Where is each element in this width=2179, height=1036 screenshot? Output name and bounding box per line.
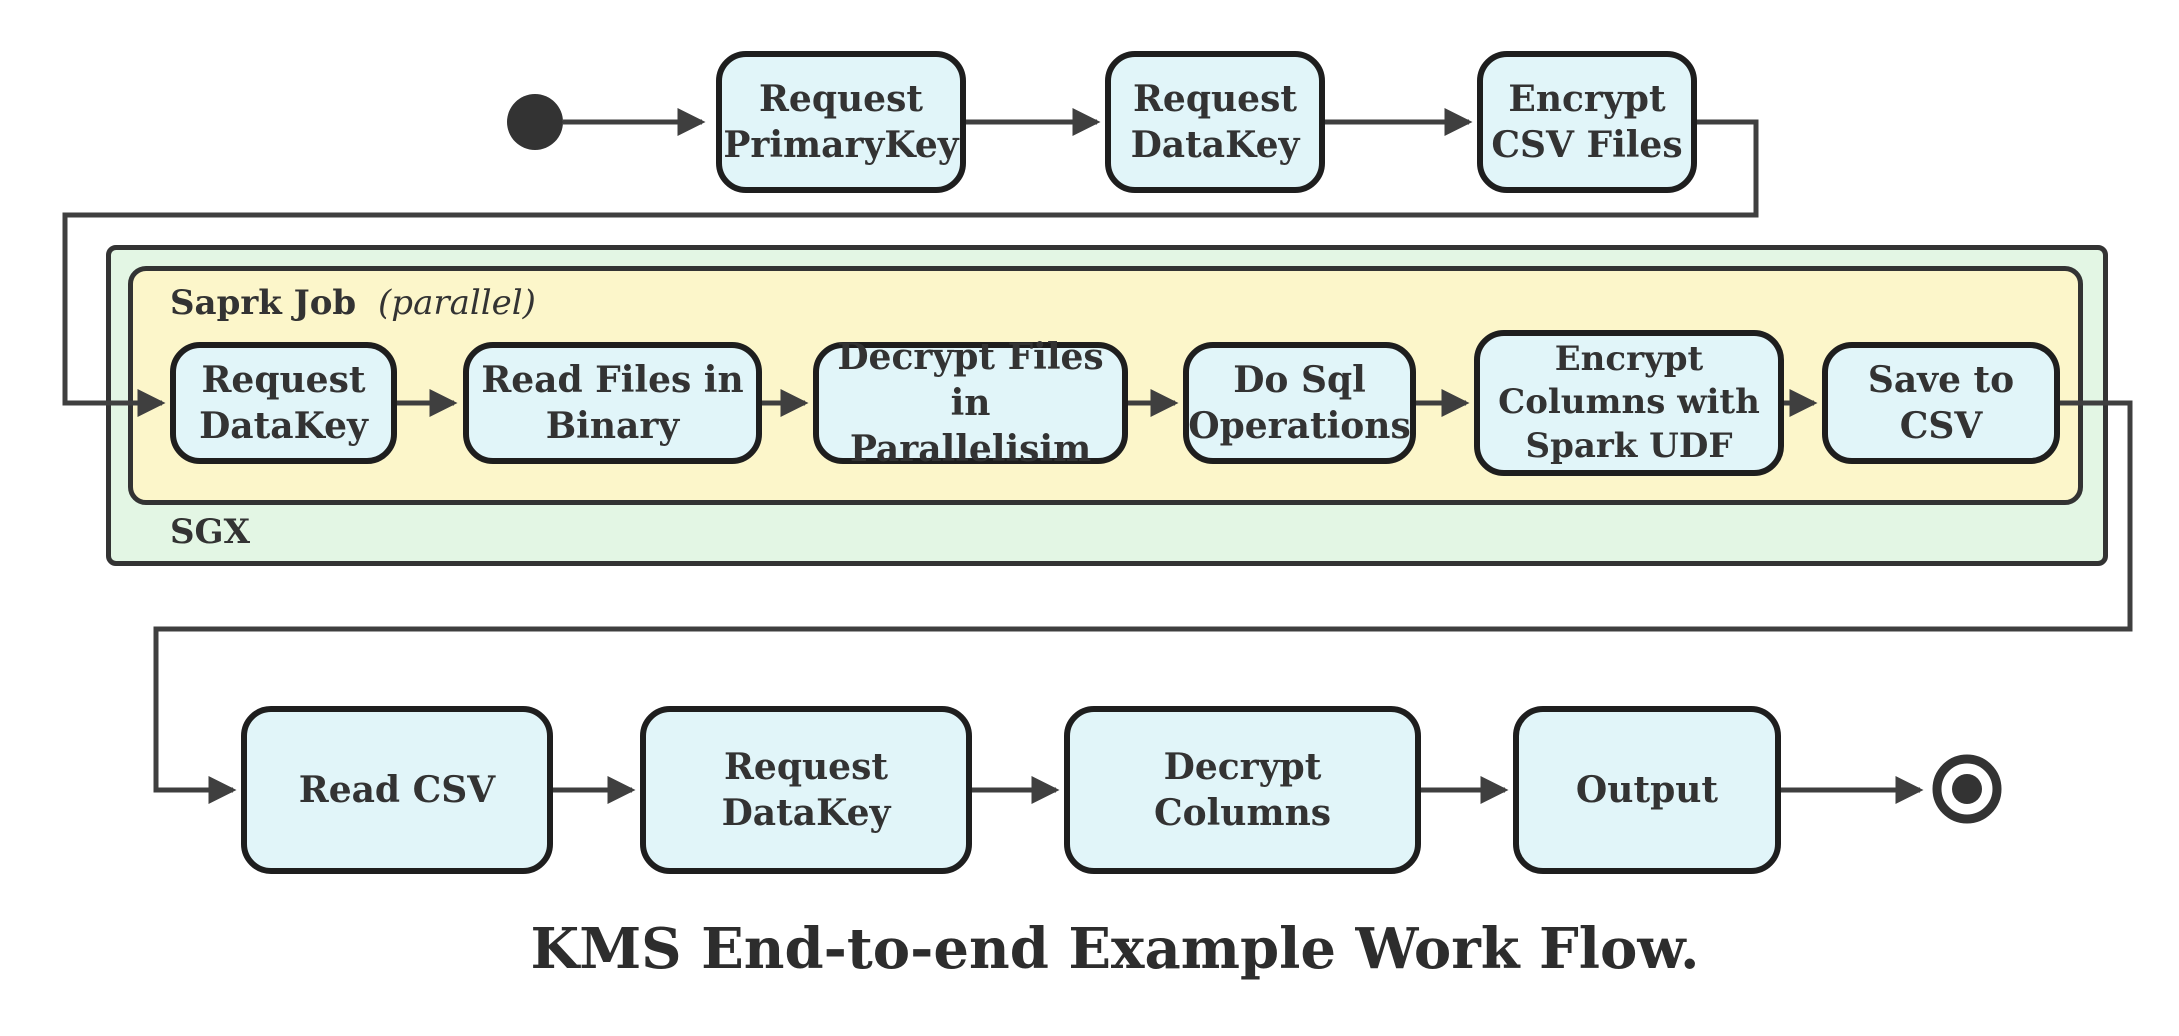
node-request-datakey-top: Request DataKey	[1105, 51, 1325, 193]
spark-job-label-mode: (parallel)	[378, 283, 536, 323]
node-read-files-in-binary: Read Files in Binary	[463, 342, 762, 464]
node-sgx-request-datakey: Request DataKey	[170, 342, 397, 464]
node-output: Output	[1513, 706, 1781, 874]
node-request-datakey-bottom: Request DataKey	[640, 706, 972, 874]
node-encrypt-columns-with-spark-udf: Encrypt Columns with Spark UDF	[1474, 330, 1784, 476]
node-read-csv: Read CSV	[241, 706, 553, 874]
diagram-caption: KMS End-to-end Example Work Flow.	[530, 916, 1700, 982]
end-node-dot-icon	[1952, 774, 1982, 804]
sgx-label: SGX	[170, 512, 250, 552]
node-request-primarykey: Request PrimaryKey	[716, 51, 966, 193]
node-do-sql-operations: Do Sql Operations	[1183, 342, 1416, 464]
spark-job-label: Saprk Job (parallel)	[170, 283, 536, 323]
end-node-ring-icon	[1932, 754, 2002, 824]
start-node-icon	[507, 94, 563, 150]
spark-job-label-title: Saprk Job	[170, 283, 357, 323]
node-decrypt-columns: Decrypt Columns	[1064, 706, 1421, 874]
node-decrypt-files-in-parallelisim: Decrypt Files in Parallelisim	[813, 336, 1128, 470]
node-encrypt-csv-files: Encrypt CSV Files	[1477, 51, 1697, 193]
node-save-to-csv: Save to CSV	[1822, 342, 2060, 464]
